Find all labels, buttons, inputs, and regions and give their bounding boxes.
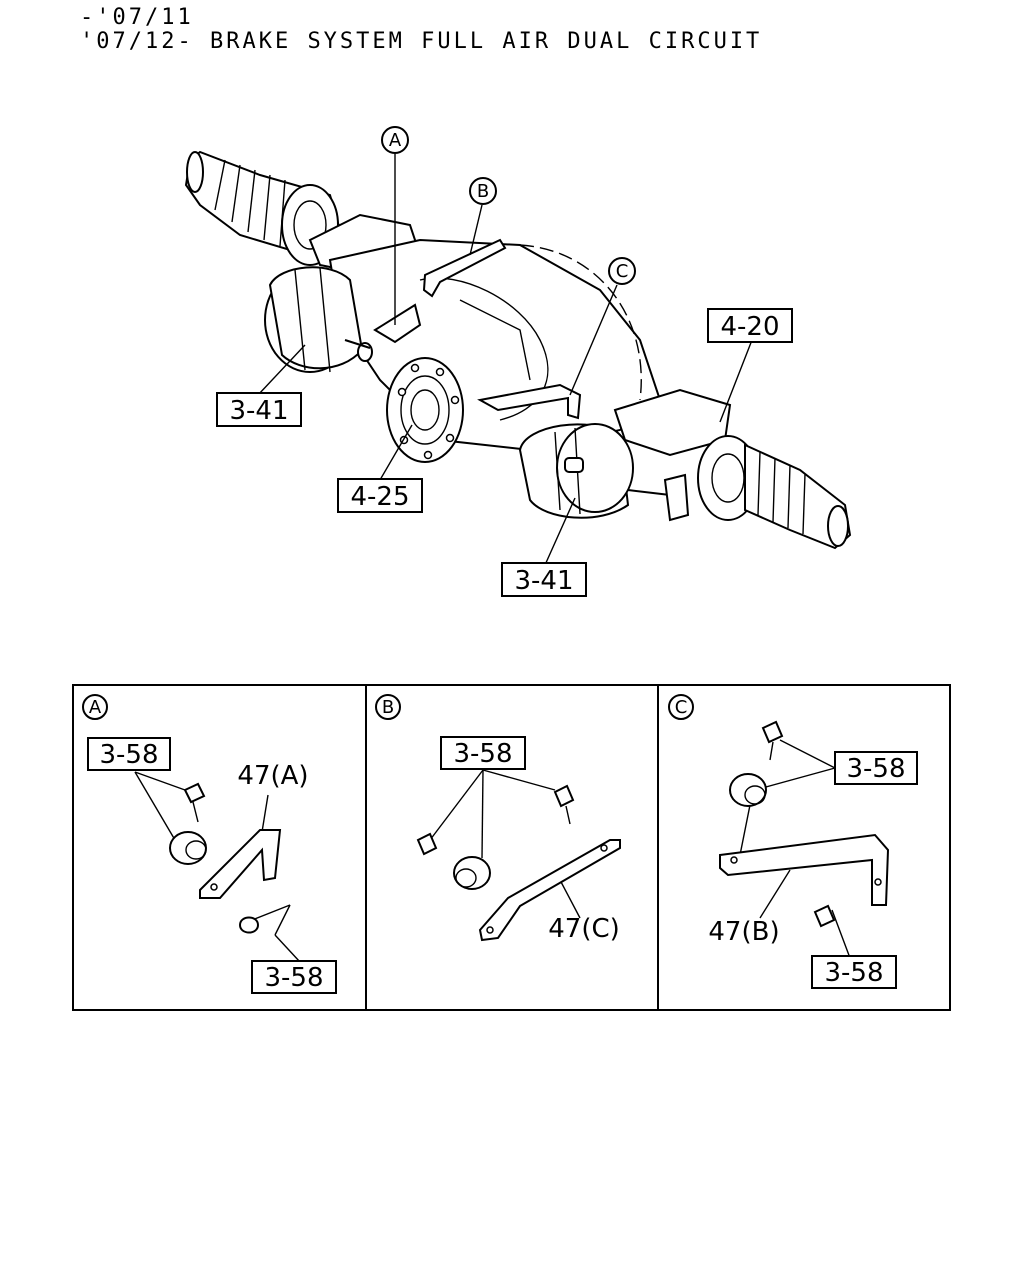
svg-text:4-25: 4-25: [350, 482, 409, 512]
detail-panel-b: B 3-58 47(C): [375, 694, 621, 944]
svg-text:4-20: 4-20: [720, 312, 779, 342]
callout-3-41-bottom[interactable]: 3-41: [501, 562, 587, 597]
panel-c-marker: C: [675, 697, 688, 718]
svg-text:3-58: 3-58: [264, 963, 323, 993]
svg-text:3-41: 3-41: [229, 396, 288, 426]
marker-c: C: [608, 257, 636, 285]
date-range-line1: -'07/11: [80, 5, 194, 30]
svg-text:A: A: [389, 130, 402, 151]
panel-b-bolt-ref-top[interactable]: 3-58: [440, 736, 526, 770]
svg-text:B: B: [477, 181, 489, 202]
panel-c-bolt-ref-bottom[interactable]: 3-58: [811, 955, 897, 989]
panel-c-bolt-ref-top[interactable]: 3-58: [834, 751, 918, 785]
panel-a-bolt-ref-bottom[interactable]: 3-58: [251, 960, 337, 994]
rear-axle-assembly: [184, 150, 852, 550]
panel-b-marker: B: [382, 697, 394, 718]
diagram-header: -'07/11 '07/12- BRAKE SYSTEM FULL AIR DU…: [80, 6, 762, 54]
svg-text:3-58: 3-58: [453, 739, 512, 769]
detail-panel-a: A 3-58 47(A) 3-58: [82, 694, 337, 994]
panel-a-marker: A: [89, 697, 102, 718]
marker-a: A: [381, 126, 409, 154]
date-range-line2: '07/12-: [80, 29, 194, 54]
panel-c-bracket-label: 47(B): [708, 917, 779, 947]
panel-b-bracket-label: 47(C): [548, 914, 620, 944]
detail-panel-c: C 3-58 47(B) 3-58: [668, 694, 918, 989]
callout-3-41-left[interactable]: 3-41: [216, 392, 302, 427]
svg-text:3-58: 3-58: [824, 958, 883, 988]
svg-text:C: C: [616, 261, 629, 282]
callout-4-25[interactable]: 4-25: [337, 478, 423, 513]
svg-text:3-58: 3-58: [99, 740, 158, 770]
svg-text:3-58: 3-58: [846, 754, 905, 784]
panel-a-bolt-ref-top[interactable]: 3-58: [87, 737, 171, 771]
marker-b: B: [469, 177, 497, 205]
page-title: BRAKE SYSTEM FULL AIR DUAL CIRCUIT: [209, 29, 763, 54]
panel-a-bracket-label: 47(A): [237, 761, 308, 791]
svg-text:3-41: 3-41: [514, 566, 573, 596]
callout-4-20[interactable]: 4-20: [707, 308, 793, 343]
detail-panels-frame: [72, 684, 951, 1011]
